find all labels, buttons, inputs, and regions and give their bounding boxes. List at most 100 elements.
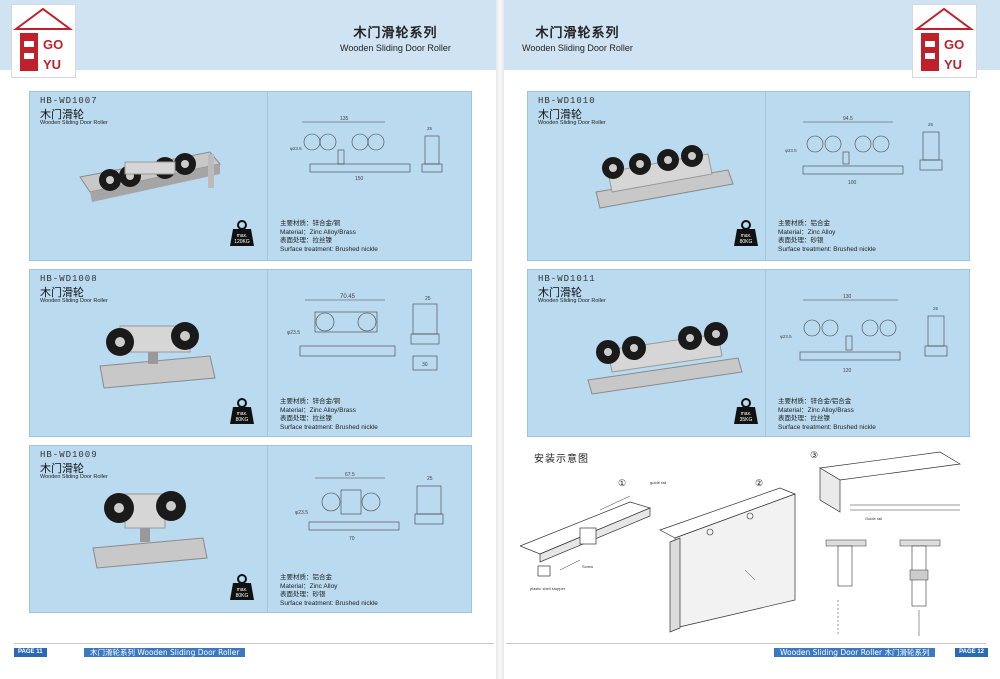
svg-text:70: 70 [349,536,355,542]
svg-text:25: 25 [425,296,431,302]
roller-photo [99,322,216,389]
svg-text:max.: max. [237,587,248,593]
roller-photo [92,491,208,569]
product-specs: 主要材质：锌合金/铜 Material：Zinc Alloy/Brass 表面处… [280,398,378,431]
product-name-en: Wooden Sliding Door Roller [538,120,606,126]
svg-text:φ23.5: φ23.5 [295,510,308,516]
svg-text:150: 150 [355,176,364,182]
product-model: HB-WD1008 [40,274,98,284]
footer-title: Wooden Sliding Door Roller 木门滑轮系列 [774,648,936,657]
product-model: HB-WD1007 [40,96,98,106]
goyu-logo-right: GO YU [912,4,977,78]
product-specs: 主要材质：锌合金/铝合金 Material：Zinc Alloy/Brass 表… [778,398,876,431]
install-title: 安装示意图 [534,454,589,465]
step-1-label: ① [618,478,626,488]
svg-text:max.: max. [237,233,248,239]
logo-text-go: GO [43,37,63,52]
svg-text:35KG: 35KG [740,417,753,423]
header-title-en: Wooden Sliding Door Roller [340,43,451,53]
product-model: HB-WD1011 [538,274,596,284]
roller-photo [79,151,221,202]
svg-text:80KG: 80KG [236,593,249,599]
product-name-zh: 木门滑轮 [40,108,84,121]
product-panel-wd1010: HB-WD1010 木门滑轮 Wooden Sliding Door Rolle… [527,91,970,261]
svg-text:φ23.5: φ23.5 [780,334,792,339]
logo-text-yu: YU [944,57,962,72]
logo-text-yu: YU [43,57,61,72]
header-title-en: Wooden Sliding Door Roller [522,43,633,53]
svg-text:120KG: 120KG [234,239,250,245]
product-name-zh: 木门滑轮 [538,286,582,299]
svg-text:25: 25 [427,476,433,482]
header-title-right: 木门滑轮系列 Wooden Sliding Door Roller [522,22,633,53]
header-title-left: 木门滑轮系列 Wooden Sliding Door Roller [340,22,451,53]
svg-text:25: 25 [933,306,939,311]
footer-right: Wooden Sliding Door Roller 木门滑轮系列 PAGE 1… [774,648,988,657]
svg-text:φ23.5: φ23.5 [287,330,300,336]
svg-text:max.: max. [237,411,248,417]
svg-text:Screw: Screw [582,564,593,569]
product-name-en: Wooden Sliding Door Roller [538,298,606,304]
product-name-en: Wooden Sliding Door Roller [40,120,108,126]
svg-text:100: 100 [848,180,857,186]
svg-text:φ23.5: φ23.5 [785,148,797,153]
product-name-zh: 木门滑轮 [40,462,84,475]
svg-text:25: 25 [928,122,934,127]
product-panel-wd1011: HB-WD1011 木门滑轮 Wooden Sliding Door Rolle… [527,269,970,437]
roller-photo [587,322,743,395]
weight-icon: max. 80KG [230,398,254,424]
svg-text:67.5: 67.5 [345,472,355,478]
technical-drawing: 130 φ23.5 120 25 [780,294,948,374]
svg-text:80KG: 80KG [236,417,249,423]
svg-text:70.45: 70.45 [340,294,356,300]
logo-text-go: GO [944,37,964,52]
product-name-en: Wooden Sliding Door Roller [40,298,108,304]
weight-icon: max. 80KG [734,220,758,246]
svg-text:max.: max. [741,233,752,239]
product-name-zh: 木门滑轮 [40,286,84,299]
technical-drawing: 135 φ23.5 150 25 [290,116,443,182]
product-name-en: Wooden Sliding Door Roller [40,474,108,480]
weight-icon: max. 35KG [734,398,758,424]
svg-text:120: 120 [843,368,852,374]
svg-text:Guide rail: Guide rail [865,516,882,521]
product-specs: 主要材质：铝合金 Material：Zinc Alloy 表面处理：砂银 Sur… [778,220,876,253]
product-model: HB-WD1009 [40,450,98,460]
product-panel-wd1007: HB-WD1007 木门滑轮 Wooden Sliding Door Rolle… [29,91,472,261]
svg-text:plastic shell stopper: plastic shell stopper [530,586,566,591]
product-name-zh: 木门滑轮 [538,108,582,121]
page-number: PAGE 11 [14,648,47,657]
svg-text:gulde rail: gulde rail [650,480,666,485]
product-panel-wd1009: HB-WD1009 木门滑轮 Wooden Sliding Door Rolle… [29,445,472,613]
svg-text:135: 135 [340,116,349,122]
page-number: PAGE 12 [955,648,988,657]
svg-text:130: 130 [843,294,852,300]
step-2-label: ② [755,478,763,488]
svg-text:max.: max. [741,411,752,417]
technical-drawing: 94.5 φ23.5 100 25 [785,116,943,186]
technical-drawing: 70.45 φ23.5 25 30 [287,294,440,371]
roller-photo [595,145,734,209]
svg-text:94.5: 94.5 [843,116,853,122]
installation-diagram: ① gulde rail plastic shell stopper Screw… [520,450,962,636]
goyu-logo-left: GO YU [11,4,76,78]
technical-drawing: 67.5 φ23.5 70 25 [295,472,444,542]
header-title-zh: 木门滑轮系列 [535,26,620,41]
product-model: HB-WD1010 [538,96,596,106]
footer-left: PAGE 11 木门滑轮系列 Wooden Sliding Door Rolle… [14,648,246,657]
product-specs: 主要材质：铝合金 Material：Zinc Alloy 表面处理：砂银 Sur… [280,574,378,607]
product-specs: 主要材质：锌合金/铜 Material：Zinc Alloy/Brass 表面处… [280,220,378,253]
step-3-label: ③ [810,450,818,460]
svg-text:30: 30 [422,362,428,368]
weight-icon: max. 120KG [230,220,254,246]
book-gutter [496,0,504,679]
weight-icon: max. 80KG [230,574,254,600]
header-band-left [0,0,496,70]
svg-text:φ23.5: φ23.5 [290,146,302,151]
svg-text:25: 25 [427,126,433,131]
header-title-zh: 木门滑轮系列 [353,26,438,41]
product-panel-wd1008: HB-WD1008 木门滑轮 Wooden Sliding Door Rolle… [29,269,472,437]
svg-text:80KG: 80KG [740,239,753,245]
footer-title: 木门滑轮系列 Wooden Sliding Door Roller [84,648,246,657]
